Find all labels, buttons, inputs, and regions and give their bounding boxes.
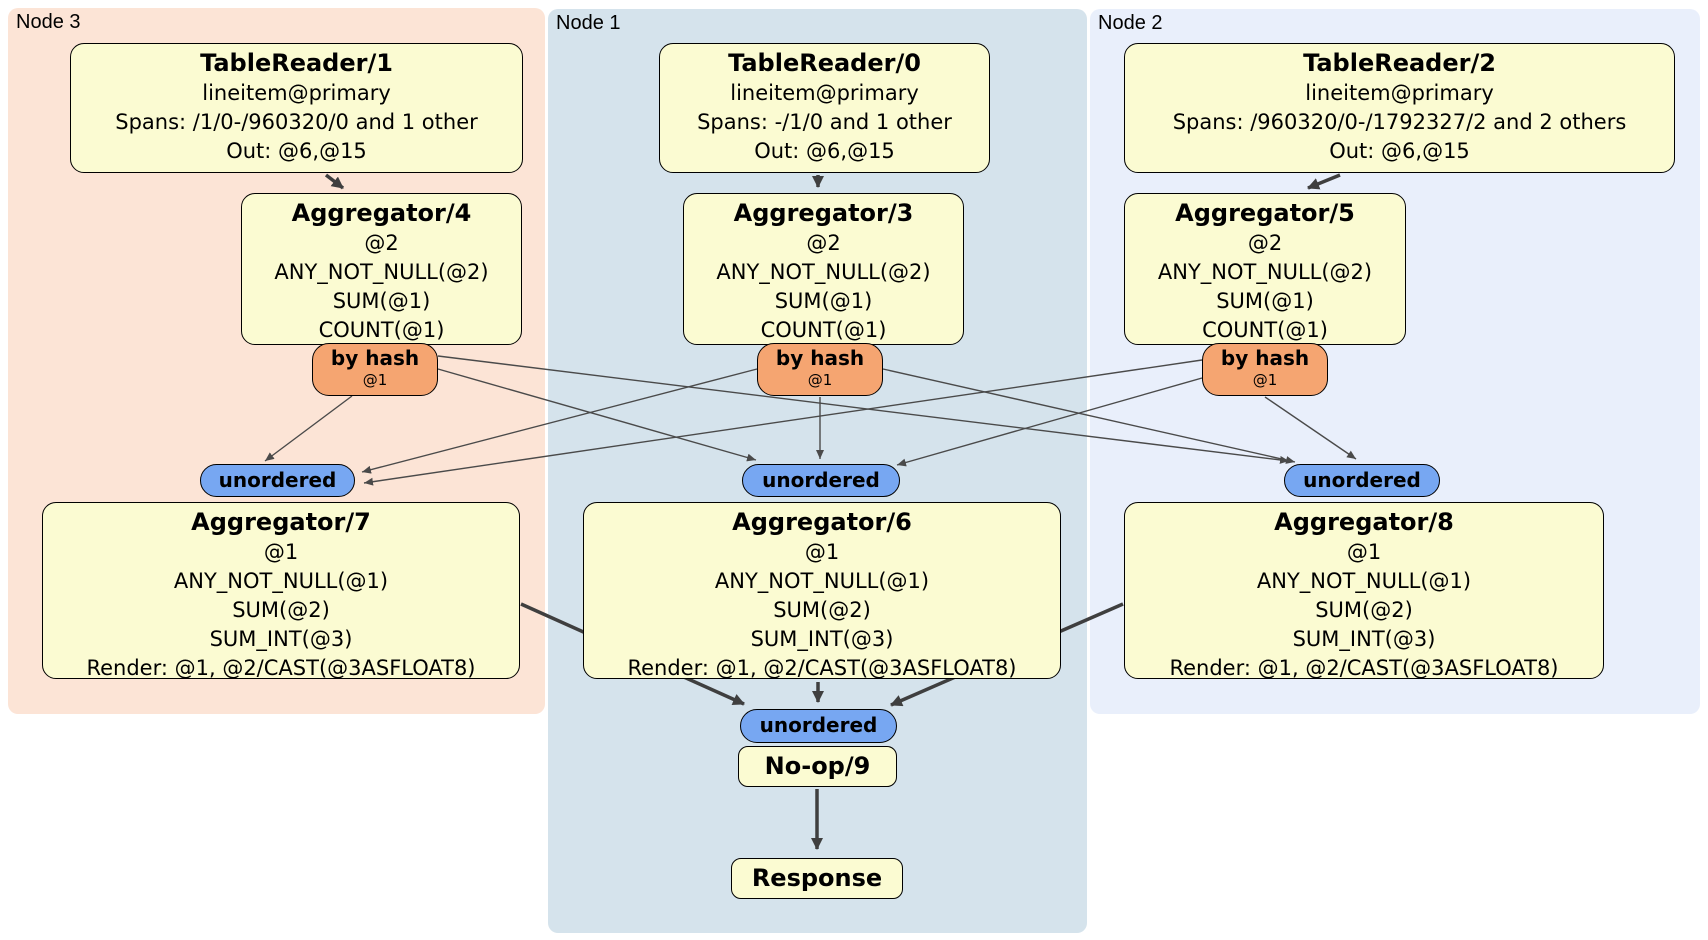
processor-line: lineitem@primary (730, 81, 919, 105)
tablereader-2-box: TableReader/2 lineitem@primary Spans: /9… (1124, 43, 1675, 173)
processor-line: COUNT(@1) (760, 318, 887, 342)
processor-line: @1 (1346, 540, 1382, 564)
unordered-sync-final: unordered (740, 709, 897, 743)
processor-line: Render: @1, @2/CAST(@3ASFLOAT8) (86, 656, 476, 680)
processor-line: ANY_NOT_NULL(@1) (1256, 569, 1472, 593)
processor-line: SUM(@1) (332, 289, 431, 313)
processor-line: Spans: /960320/0-/1792327/2 and 2 others (1172, 110, 1627, 134)
processor-line: COUNT(@1) (318, 318, 445, 342)
processor-line: @2 (806, 231, 841, 255)
processor-line: Render: @1, @2/CAST(@3ASFLOAT8) (1169, 656, 1559, 680)
router-label: by hash (330, 346, 420, 370)
processor-line: ANY_NOT_NULL(@1) (173, 569, 389, 593)
processor-line: SUM(@1) (1216, 289, 1314, 313)
processor-line: Spans: -/1/0 and 1 other (697, 110, 952, 134)
processor-line: ANY_NOT_NULL(@2) (716, 260, 931, 284)
processor-line: @1 (804, 540, 840, 564)
processor-line: SUM(@2) (1315, 598, 1413, 622)
router-key: @1 (807, 371, 833, 389)
aggregator-4-box: Aggregator/4 @2 ANY_NOT_NULL(@2) SUM(@1)… (241, 193, 522, 345)
unordered-sync-node1: unordered (742, 464, 900, 497)
processor-title: Aggregator/6 (732, 508, 912, 536)
processor-title: TableReader/2 (1303, 49, 1496, 77)
router-key: @1 (1252, 371, 1278, 389)
processor-line: Spans: /1/0-/960320/0 and 1 other (115, 110, 478, 134)
processor-line: Out: @6,@15 (1329, 139, 1470, 163)
aggregator-6-box: Aggregator/6 @1 ANY_NOT_NULL(@1) SUM(@2)… (583, 502, 1061, 680)
processor-line: lineitem@primary (202, 81, 391, 105)
processor-line: SUM_INT(@3) (209, 627, 353, 651)
noop-box: No-op/9 (738, 746, 897, 787)
processor-line: ANY_NOT_NULL(@2) (1157, 260, 1373, 284)
processor-title: Aggregator/7 (191, 508, 371, 536)
response-box: Response (731, 858, 903, 899)
processor-line: Out: @6,@15 (754, 139, 895, 163)
aggregator-3-box: Aggregator/3 @2 ANY_NOT_NULL(@2) SUM(@1)… (683, 193, 964, 345)
processor-title: Aggregator/5 (1175, 199, 1355, 227)
node1-label: Node 1 (556, 12, 621, 34)
processor-line: @2 (1247, 231, 1283, 255)
unordered-sync-node3: unordered (200, 464, 355, 497)
by-hash-router-node1: by hash @1 (757, 343, 883, 396)
processor-line: SUM_INT(@3) (750, 627, 894, 651)
processor-title: Aggregator/3 (733, 199, 914, 227)
processor-line: ANY_NOT_NULL(@2) (274, 260, 489, 284)
processor-line: SUM_INT(@3) (1292, 627, 1436, 651)
aggregator-7-box: Aggregator/7 @1 ANY_NOT_NULL(@1) SUM(@2)… (42, 502, 520, 680)
processor-line: SUM(@2) (232, 598, 330, 622)
processor-line: @2 (364, 231, 399, 255)
processor-line: ANY_NOT_NULL(@1) (714, 569, 930, 593)
unordered-sync-node2: unordered (1284, 464, 1440, 497)
processor-title: Aggregator/8 (1274, 508, 1454, 536)
router-label: by hash (775, 346, 865, 370)
node3-label: Node 3 (16, 11, 81, 33)
router-label: by hash (1220, 346, 1310, 370)
processor-line: COUNT(@1) (1202, 318, 1328, 342)
by-hash-router-node3: by hash @1 (312, 343, 438, 396)
processor-line: Render: @1, @2/CAST(@3ASFLOAT8) (627, 656, 1017, 680)
aggregator-5-box: Aggregator/5 @2 ANY_NOT_NULL(@2) SUM(@1)… (1124, 193, 1406, 345)
processor-line: lineitem@primary (1305, 81, 1494, 105)
tablereader-1-box: TableReader/1 lineitem@primary Spans: /1… (70, 43, 523, 173)
processor-title: TableReader/1 (200, 49, 393, 77)
router-key: @1 (362, 371, 388, 389)
by-hash-router-node2: by hash @1 (1202, 343, 1328, 396)
aggregator-8-box: Aggregator/8 @1 ANY_NOT_NULL(@1) SUM(@2)… (1124, 502, 1604, 680)
processor-line: SUM(@1) (774, 289, 873, 313)
processor-line: Out: @6,@15 (226, 139, 367, 163)
processor-title: TableReader/0 (728, 49, 921, 77)
node2-label: Node 2 (1098, 12, 1163, 34)
processor-title: Aggregator/4 (291, 199, 472, 227)
tablereader-0-box: TableReader/0 lineitem@primary Spans: -/… (659, 43, 990, 173)
processor-line: SUM(@2) (773, 598, 871, 622)
processor-line: @1 (263, 540, 299, 564)
